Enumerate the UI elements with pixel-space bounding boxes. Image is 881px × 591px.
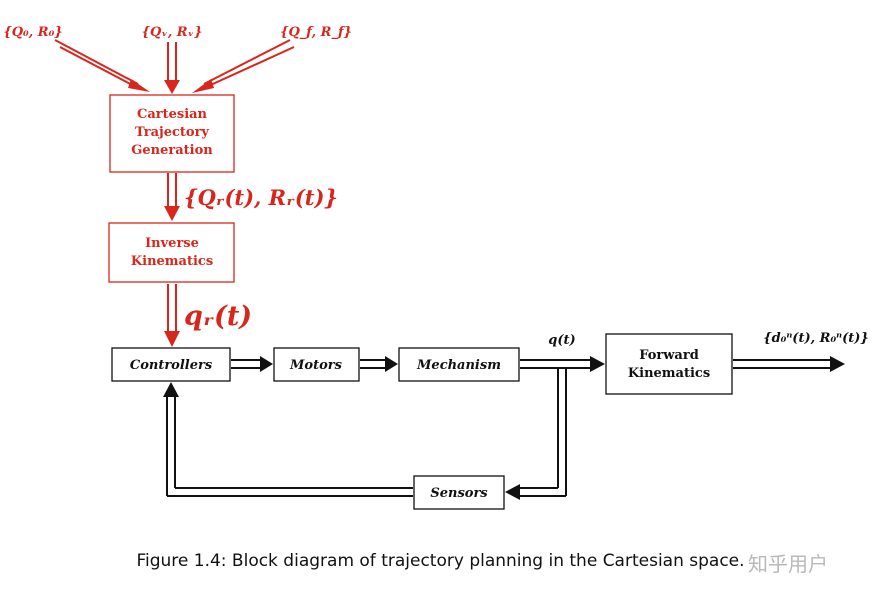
controllers-label: Controllers — [130, 358, 213, 373]
arrow-mechanism-to-forward — [520, 356, 605, 372]
mechanism-block: Mechanism — [398, 347, 520, 382]
joint-reference-label: qᵣ(t) — [184, 301, 252, 332]
figure-caption: Figure 1.4: Block diagram of trajectory … — [136, 551, 745, 571]
motors-label: Motors — [289, 358, 343, 373]
input-final-label: {Q_f, R_f} — [280, 25, 352, 40]
cartesian-label-line2: Trajectory — [135, 125, 209, 140]
arrow-branch-to-sensors — [505, 368, 567, 500]
input-via-label: {Qᵥ, Rᵥ} — [142, 25, 203, 40]
sensors-label: Sensors — [430, 486, 488, 501]
motors-block: Motors — [273, 347, 360, 382]
inverse-kinematics-block: Inverse Kinematics — [108, 222, 235, 283]
arrow-controllers-to-motors — [231, 356, 273, 372]
reference-pose-label: {Qᵣ(t), Rᵣ(t)} — [184, 185, 338, 210]
sensors-block: Sensors — [413, 475, 505, 510]
joint-output-label: q(t) — [548, 333, 575, 348]
forward-label-line1: Forward — [639, 348, 699, 363]
arrow-initial-to-cartesian — [54, 39, 150, 92]
arrow-via-to-cartesian — [164, 42, 180, 94]
arrow-forward-to-output — [733, 356, 845, 372]
forward-label-line2: Kinematics — [628, 366, 710, 381]
cartesian-label-line1: Cartesian — [137, 107, 208, 122]
arrow-inverse-to-controllers — [164, 284, 180, 347]
forward-kinematics-block: Forward Kinematics — [605, 333, 733, 395]
mechanism-label: Mechanism — [416, 358, 501, 373]
cartesian-trajectory-block: Cartesian Trajectory Generation — [109, 94, 235, 173]
input-initial-label: {Q₀, R₀} — [3, 25, 62, 40]
arrow-cartesian-to-inverse — [164, 173, 180, 221]
output-pose-label: {d₀ⁿ(t), R₀ⁿ(t)} — [763, 331, 869, 346]
inverse-label-line1: Inverse — [145, 236, 199, 251]
arrow-sensors-to-controllers — [163, 382, 413, 497]
inverse-label-line2: Kinematics — [131, 254, 213, 269]
arrow-final-to-cartesian — [192, 39, 295, 93]
controllers-block: Controllers — [111, 347, 231, 382]
cartesian-label-line3: Generation — [131, 143, 213, 158]
watermark: 知乎用户 — [748, 552, 828, 576]
arrow-motors-to-mechanism — [360, 356, 398, 372]
